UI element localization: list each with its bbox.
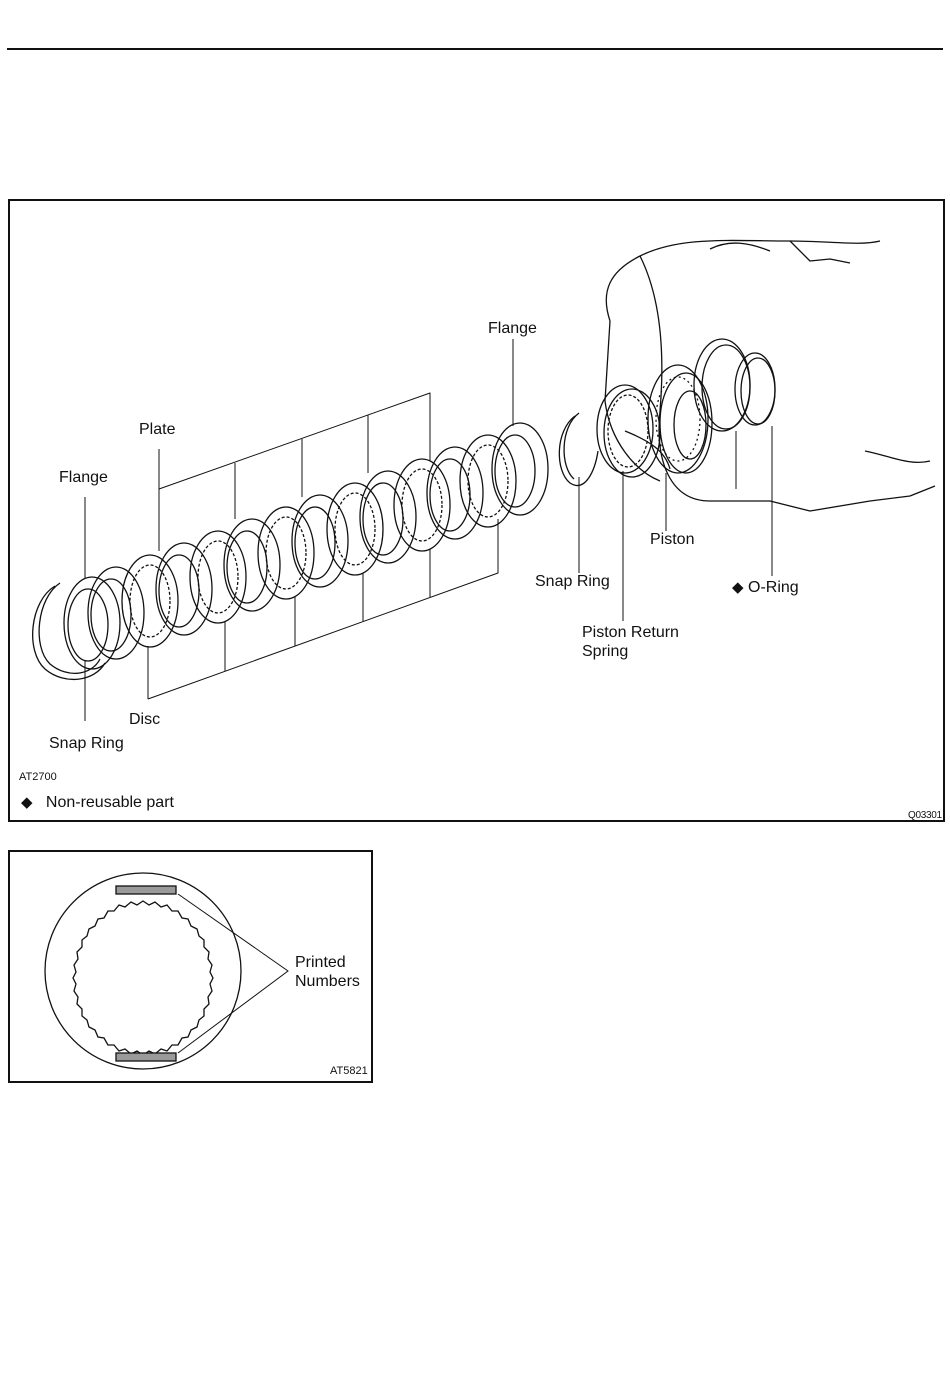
clutch-pack-graphic xyxy=(64,423,548,669)
transmission-case xyxy=(605,240,935,511)
label-piston-return-spring-line2: Spring xyxy=(582,644,628,660)
printed-number-bottom xyxy=(116,1053,176,1061)
label-o-ring: ◆ O-Ring xyxy=(732,580,799,596)
label-plate: Plate xyxy=(139,422,175,438)
label-piston: Piston xyxy=(650,532,694,548)
printed-numbers-leader xyxy=(178,894,288,1053)
figure-code: AT2700 xyxy=(19,772,57,783)
legend-diamond-icon: ◆ xyxy=(21,794,33,811)
label-printed-numbers-line2: Numbers xyxy=(295,974,360,990)
leader-lines xyxy=(85,339,772,721)
legend-text: Non-reusable part xyxy=(46,794,174,811)
exploded-view-panel: Flange Plate Flange Snap Ring Piston ◆ O… xyxy=(8,199,945,822)
snap-ring-right-graphic xyxy=(559,413,598,485)
corner-code: Q03301 xyxy=(908,811,942,821)
non-reusable-diamond-icon: ◆ xyxy=(732,579,744,596)
label-flange-top: Flange xyxy=(488,321,537,337)
legend: ◆ Non-reusable part xyxy=(21,795,174,811)
disc-outer-ring xyxy=(45,873,241,1069)
disc-detail-panel: Printed Numbers AT5821 xyxy=(8,850,373,1083)
printed-number-top xyxy=(116,886,176,894)
label-snap-ring-right: Snap Ring xyxy=(535,574,610,590)
label-disc: Disc xyxy=(129,712,160,728)
disc-inner-teeth xyxy=(73,901,213,1055)
label-printed-numbers-line1: Printed xyxy=(295,955,346,971)
disc-figure-code: AT5821 xyxy=(330,1066,368,1077)
label-piston-return-spring-line1: Piston Return xyxy=(582,625,679,641)
top-rule xyxy=(7,48,943,50)
label-snap-ring-left: Snap Ring xyxy=(49,736,124,752)
label-flange-left: Flange xyxy=(59,470,108,486)
